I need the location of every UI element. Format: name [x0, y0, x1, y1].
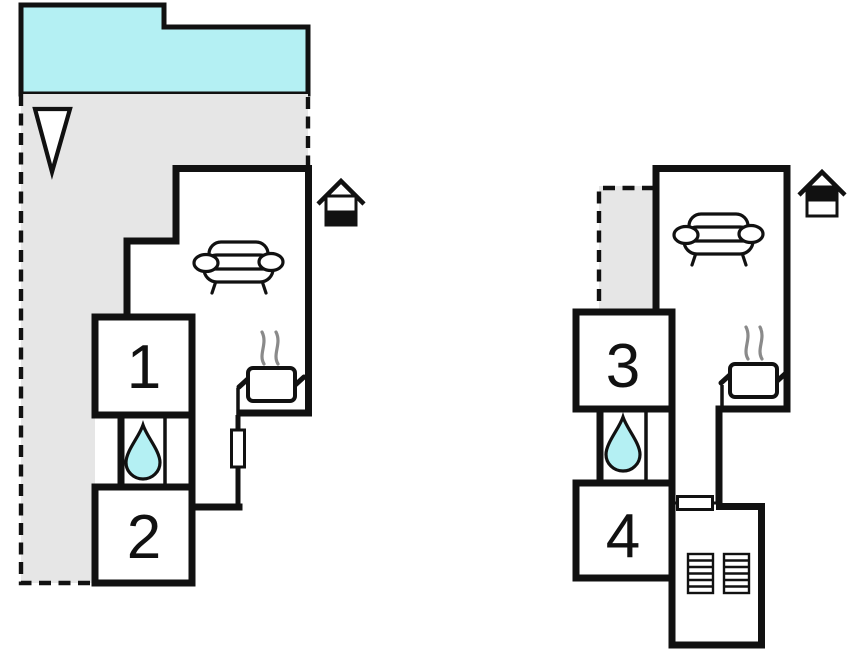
house-footprint — [576, 165, 790, 645]
cooking-pot-icon — [721, 364, 786, 397]
terrace-boundary-dashed — [18, 94, 311, 586]
room-2-walls — [91, 483, 243, 587]
terrace-area — [599, 186, 656, 312]
wall-opening-icon — [676, 495, 714, 511]
room-1-label: 1 — [127, 333, 161, 402]
living-room-walls — [652, 165, 791, 413]
room-3-label: 3 — [606, 332, 640, 401]
ground-floor-plan: 1 2 — [18, 2, 366, 587]
floor-level-icon — [316, 177, 366, 227]
room-3-walls — [572, 308, 676, 413]
room-4-walls — [572, 479, 676, 582]
room-4-label: 4 — [606, 502, 640, 571]
room-2-label: 2 — [127, 503, 161, 572]
staircase-room-walls — [668, 503, 765, 649]
terrace-area — [21, 94, 308, 583]
north-arrow-icon — [32, 106, 73, 180]
wall-opening-icon — [230, 428, 246, 469]
cooking-pot-icon — [239, 368, 304, 401]
floor-level-icon — [797, 168, 847, 218]
upper-floor-plan: 3 4 — [572, 165, 847, 649]
room-1-walls — [91, 313, 196, 419]
living-room-walls — [123, 165, 312, 417]
water-area — [18, 2, 311, 97]
